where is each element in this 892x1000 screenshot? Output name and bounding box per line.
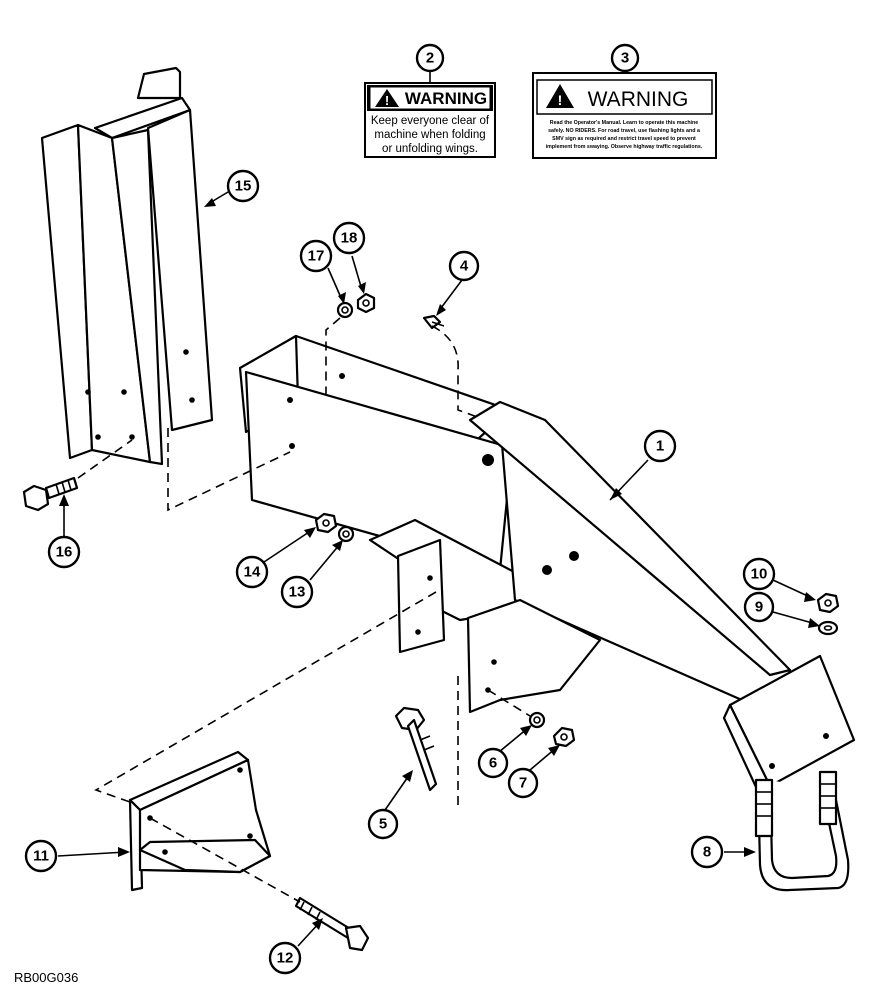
u-bolt-8 — [754, 770, 850, 892]
warning-triangle-icon — [375, 89, 399, 107]
callout-8: 8 — [690, 835, 724, 869]
warning-decal-3: ! WARNING Read the Operator's Manual. Le… — [532, 72, 717, 159]
callout-9: 9 — [743, 591, 775, 623]
main-frame-1 — [238, 334, 856, 802]
callout-number: 12 — [277, 950, 294, 967]
decal-3-line: safely. NO RIDERS. For road travel, use … — [548, 128, 700, 134]
decal-3-line: SMV sign as required and restrict travel… — [552, 136, 696, 142]
nut-7 — [552, 726, 576, 748]
nut-10 — [816, 592, 840, 614]
callout-number: 4 — [460, 258, 469, 275]
warning-decal-2: ! WARNING Keep everyone clear of machine… — [364, 82, 496, 158]
reference-code: RB00G036 — [14, 970, 78, 985]
callout-number: 8 — [703, 844, 711, 861]
decal-3-line: Read the Operator's Manual. Learn to ope… — [550, 120, 698, 126]
decal-3-heading: WARNING — [588, 88, 689, 111]
callout-number: 14 — [244, 564, 261, 581]
nut-14 — [314, 512, 338, 534]
mount-bracket-11 — [128, 750, 272, 892]
warning-triangle-icon — [546, 84, 574, 108]
callout-15: 15 — [226, 169, 260, 203]
callout-10: 10 — [742, 557, 776, 591]
decal-3-line: implement from swaying. Observe highway … — [546, 144, 703, 150]
washer-17 — [336, 301, 354, 319]
callout-number: 9 — [755, 599, 763, 616]
callout-number: 7 — [519, 775, 527, 792]
bracket-channel-15 — [40, 66, 214, 466]
callout-5: 5 — [367, 808, 399, 840]
decal-2-line: Keep everyone clear of — [371, 115, 490, 127]
decal-2-line: or unfolding wings. — [382, 143, 478, 155]
callout-number: 2 — [426, 50, 434, 67]
svg-text:!: ! — [558, 92, 563, 108]
callout-number: 13 — [289, 584, 306, 601]
callout-number: 6 — [489, 755, 497, 772]
callout-17: 17 — [299, 239, 333, 273]
callout-3: 3 — [610, 43, 640, 73]
washer-6 — [528, 711, 546, 729]
bolt-16 — [22, 476, 79, 512]
callout-number: 17 — [308, 248, 325, 265]
callout-number: 1 — [656, 438, 664, 455]
callout-4: 4 — [448, 250, 480, 282]
washer-13 — [337, 525, 355, 543]
decal-2-heading: WARNING — [405, 89, 487, 108]
callout-number: 10 — [751, 566, 768, 583]
callout-2: 2 — [415, 43, 445, 73]
bolt-5 — [394, 706, 438, 792]
callout-12: 12 — [268, 941, 302, 975]
nut-18 — [356, 292, 376, 314]
callout-13: 13 — [280, 575, 314, 609]
callout-number: 15 — [235, 178, 252, 195]
leader-lines — [57, 71, 820, 947]
screw-4 — [422, 314, 445, 330]
callout-1: 1 — [643, 429, 677, 463]
callout-11: 11 — [24, 839, 58, 873]
callout-number: 5 — [379, 816, 387, 833]
callout-18: 18 — [332, 221, 366, 255]
svg-text:!: ! — [385, 93, 389, 108]
callout-number: 18 — [341, 230, 358, 247]
callout-16: 16 — [47, 535, 81, 569]
decal-2-line: machine when folding — [374, 129, 485, 141]
callout-14: 14 — [235, 555, 269, 589]
callout-number: 16 — [56, 544, 73, 561]
bolt-12 — [294, 896, 370, 952]
callout-7: 7 — [507, 767, 539, 799]
washer-9 — [817, 620, 839, 636]
alignment-lines — [77, 317, 531, 903]
callout-6: 6 — [477, 747, 509, 779]
callout-number: 11 — [33, 848, 49, 865]
callout-number: 3 — [621, 50, 629, 67]
